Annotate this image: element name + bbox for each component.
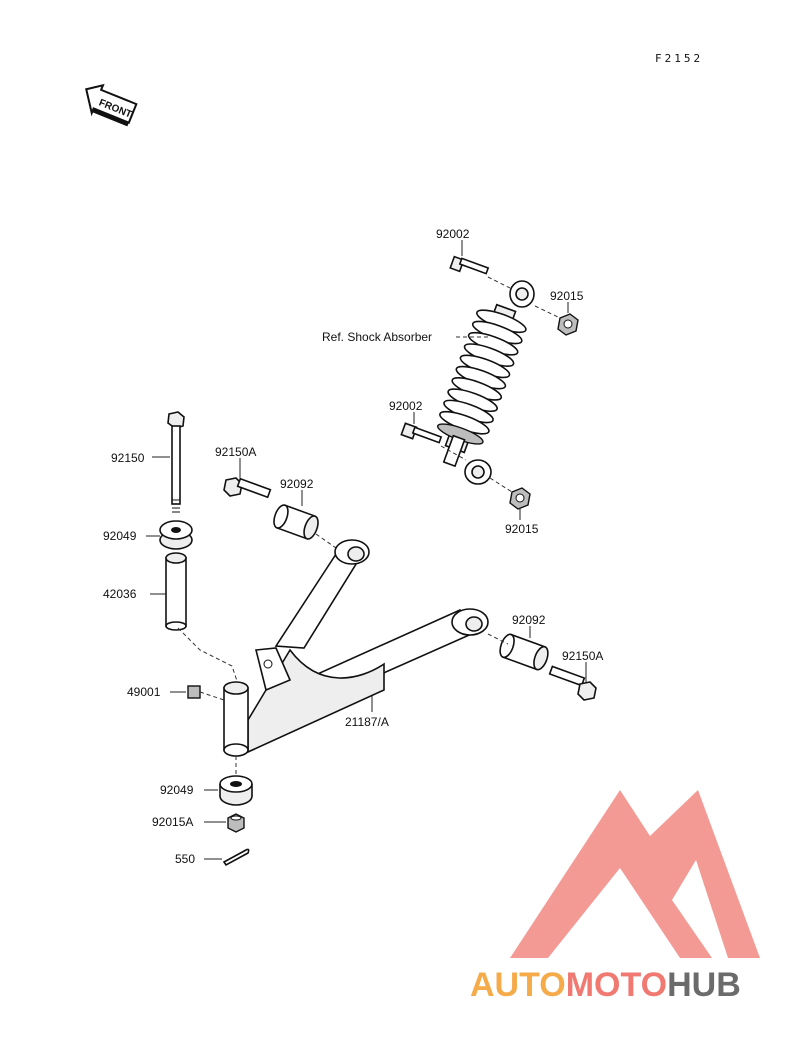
label-arm: 21187/A bbox=[345, 715, 389, 729]
shock-absorber bbox=[436, 280, 535, 485]
label-grease-fitting: 49001 bbox=[127, 685, 161, 699]
label-pivot-bolt: 92150 bbox=[111, 451, 145, 465]
label-nut-top: 92015 bbox=[550, 289, 584, 303]
bottom-washer bbox=[219, 775, 253, 806]
arm-bolt-right bbox=[548, 665, 597, 701]
label-bolt-top: 92002 bbox=[436, 227, 470, 241]
label-cotter-pin: 550 bbox=[175, 852, 195, 866]
label-bolt-a-right: 92150A bbox=[562, 649, 603, 663]
label-collar-left: 92092 bbox=[280, 477, 314, 491]
cotter-pin bbox=[222, 848, 250, 867]
arm-bolt-left bbox=[223, 477, 272, 499]
shock-top-nut bbox=[534, 305, 579, 336]
label-sleeve: 42036 bbox=[103, 587, 137, 601]
castle-nut bbox=[227, 813, 245, 833]
suspension-a-arm bbox=[223, 539, 489, 757]
label-nut-mid: 92015 bbox=[505, 522, 539, 536]
watermark-text-moto: MOTO bbox=[566, 966, 667, 1004]
top-washer bbox=[159, 520, 193, 550]
collar-right bbox=[487, 633, 549, 671]
pivot-sleeve bbox=[165, 552, 187, 631]
watermark-mark-icon bbox=[510, 790, 760, 958]
pivot-bolt bbox=[167, 411, 185, 513]
svg-text:AUTOMOTOHUB: AUTOMOTOHUB bbox=[470, 966, 741, 1004]
watermark-logo: AUTOMOTOHUB bbox=[470, 790, 760, 1004]
shock-top-bolt bbox=[449, 255, 511, 289]
watermark-text-auto: AUTO bbox=[470, 966, 566, 1004]
label-collar-right: 92092 bbox=[512, 613, 546, 627]
watermark-text-hub: HUB bbox=[667, 966, 741, 1004]
label-washer-bottom: 92049 bbox=[160, 783, 194, 797]
collar-left bbox=[273, 504, 337, 549]
label-nut-bottom: 92015A bbox=[152, 815, 193, 829]
shock-bottom-bolt bbox=[400, 422, 467, 461]
label-shock: Ref. Shock Absorber bbox=[322, 330, 432, 344]
grease-fitting bbox=[187, 685, 225, 701]
label-bolt-mid: 92002 bbox=[389, 399, 423, 413]
label-washer-top: 92049 bbox=[103, 529, 137, 543]
front-arrow-icon: FRONT bbox=[85, 83, 138, 127]
shock-bottom-nut bbox=[489, 477, 531, 510]
figure-code: F2152 bbox=[655, 52, 703, 65]
label-bolt-a-left: 92150A bbox=[215, 445, 256, 459]
